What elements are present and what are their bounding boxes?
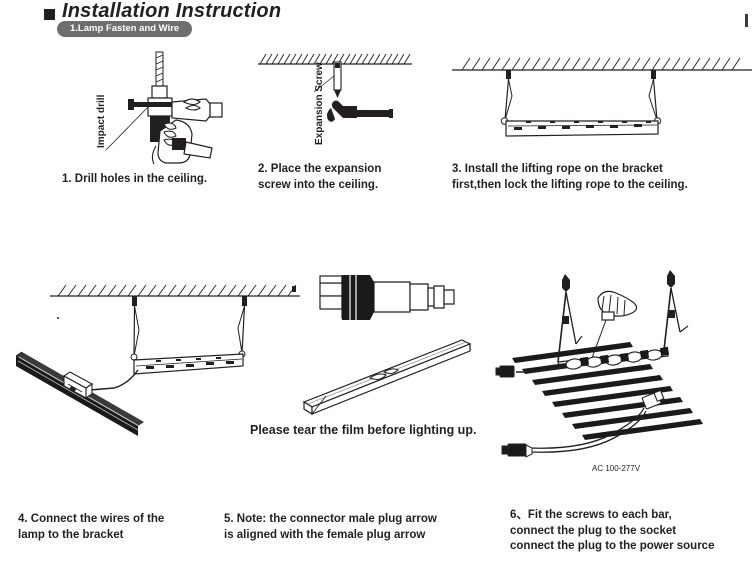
corner-mark <box>745 14 748 27</box>
step-2-illustration <box>258 48 448 158</box>
connector-and-bar-icon <box>292 275 472 416</box>
step-3-caption: 3. Install the lifting rope on the brack… <box>452 163 688 191</box>
header: Installation Instruction 1.Lamp Fasten a… <box>0 0 754 44</box>
step-6-caption: 6、Fit the screws to each bar, connect th… <box>510 509 715 552</box>
impact-drill-label: Impact drill <box>96 94 107 148</box>
step-1-illustration <box>60 50 260 165</box>
step-2-caption: 2. Place the expansion screw into the ce… <box>258 163 382 191</box>
page-title: Installation Instruction <box>62 0 282 22</box>
step-5-illustration <box>292 262 502 422</box>
bracket-ceiling-icon <box>452 57 752 137</box>
tear-film-note: Please tear the film before lighting up. <box>250 423 477 437</box>
step-3-illustration <box>452 48 752 158</box>
impact-drill-icon <box>105 51 223 165</box>
voltage-label: AC 100-277V <box>592 464 641 473</box>
lamp-wire-bracket-icon <box>15 284 300 436</box>
step-1-caption: 1. Drill holes in the ceiling. <box>62 173 208 185</box>
status-badge: 1.Lamp Fasten and Wire <box>58 22 192 36</box>
step-4-illustration <box>10 258 300 438</box>
step-4-caption: 4. Connect the wires of the lamp to the … <box>18 513 165 541</box>
step-5-caption: 5. Note: the connector male plug arrow i… <box>224 513 437 541</box>
square-bullet-icon <box>44 9 55 20</box>
expansion-screw-label: Expansion Screw <box>314 62 325 145</box>
step-6-illustration <box>492 262 754 472</box>
hammer-and-screw-icon <box>258 53 412 122</box>
eight-bar-fixture-icon <box>495 270 703 458</box>
